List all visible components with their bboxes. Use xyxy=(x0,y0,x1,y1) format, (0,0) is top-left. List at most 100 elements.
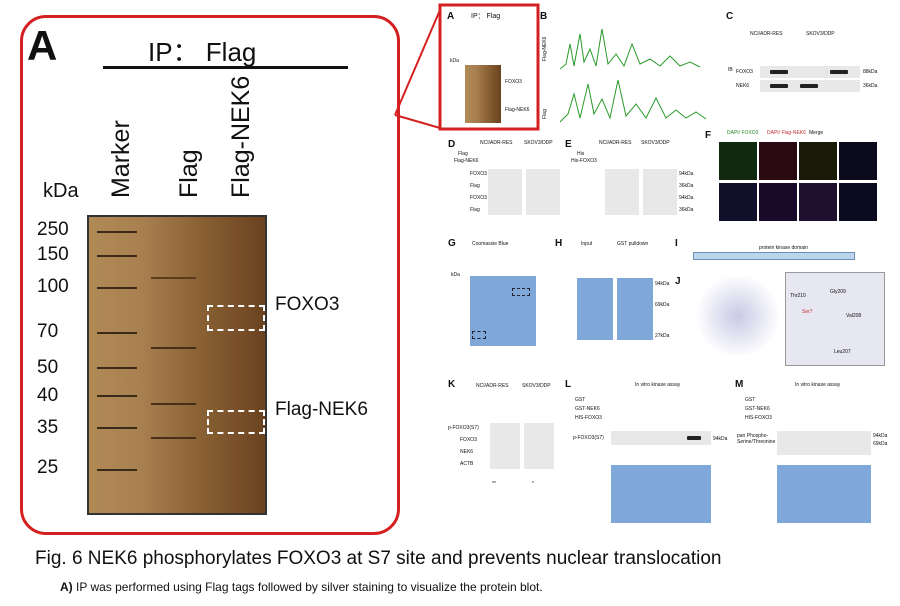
panel-g-title: Coomassie Blue xyxy=(472,241,509,247)
panel-l-title: In vitro kinase assay xyxy=(635,382,681,388)
panel-l-size: 94kDa xyxy=(713,436,728,442)
panel-e-cond2: His-FOXO3 xyxy=(571,158,597,164)
panel-h-size1: 94kDa xyxy=(655,281,670,287)
marker-50: 50 xyxy=(37,357,59,378)
panel-f-letter: F xyxy=(705,130,712,141)
panel-b-trace2: Flag xyxy=(542,109,548,119)
panel-d-letter: D xyxy=(448,139,456,150)
panel-d-row3: FOXO3 xyxy=(470,195,487,201)
panel-f-col1: DAPI/ FOXO3 xyxy=(727,130,759,136)
gel-band xyxy=(97,395,137,397)
panel-c-cell1: NCI/ADR-RES xyxy=(750,31,783,37)
residue-label: Leu207 xyxy=(834,349,851,355)
panel-g-box xyxy=(472,331,486,339)
panel-c: C NCI/ADR-RES SKOV3/DDP IB FOXO3 NEK6 88… xyxy=(726,9,890,99)
marker-250: 250 xyxy=(37,219,69,240)
panel-c-cell2: SKOV3/DDP xyxy=(806,31,835,37)
figure-caption-title: Fig. 6 NEK6 phosphorylates FOXO3 at S7 s… xyxy=(35,548,722,569)
panel-f-img xyxy=(759,183,797,221)
panel-c-ib: IB xyxy=(728,67,733,73)
panel-d-blot2 xyxy=(526,169,560,215)
gel-band xyxy=(97,255,137,257)
panel-a-gel xyxy=(465,65,501,123)
panel-h: H Input GST pulldown 94kDa 69kDa 27kDa xyxy=(555,236,675,352)
gel-band xyxy=(97,231,137,233)
panel-b-trace1: Flag-NEK6 xyxy=(542,36,548,61)
panel-d-row1: FOXO3 xyxy=(470,171,487,177)
panel-g-box xyxy=(512,288,530,296)
panel-i-domain-bar xyxy=(693,252,855,260)
panel-d-row2: Flag xyxy=(470,183,480,189)
gel-band xyxy=(97,332,137,334)
panel-d-cell1: NCI/ADR-RES xyxy=(480,140,513,146)
panel-k-cell1: NCI/ADR-RES xyxy=(476,383,509,389)
panel-m-letter: M xyxy=(735,379,744,390)
panel-e-size2: 36kDa xyxy=(679,183,694,189)
residue-label: Val208 xyxy=(846,313,862,319)
panel-d-row4: Flag xyxy=(470,207,480,213)
panel-f-img xyxy=(719,183,757,221)
marker-35: 35 xyxy=(37,417,59,438)
panel-l-row1: GST xyxy=(575,397,586,403)
panel-k-star2: * xyxy=(532,481,534,487)
panel-h-size2: 69kDa xyxy=(655,302,670,308)
panel-j-letter: J xyxy=(675,276,681,287)
panel-h-gel2 xyxy=(617,278,653,340)
zoom-silver-gel xyxy=(87,215,267,515)
panel-f-col3: Merge xyxy=(809,130,824,136)
panel-c-size2: 36kDa xyxy=(863,83,878,89)
panel-k: K NCI/ADR-RES SKOV3/DDP p-FOXO3(S7) FOXO… xyxy=(448,377,568,527)
residue-label: Gly209 xyxy=(830,289,846,295)
panel-e-cell2: SKOV3/DDP xyxy=(641,140,670,146)
panel-k-row1: p-FOXO3(S7) xyxy=(448,425,479,431)
panel-f-img xyxy=(839,142,877,180)
marker-25: 25 xyxy=(37,457,59,478)
small-panel-a: A IP： Flag kDa FOXO3 Flag-NEK6 xyxy=(445,9,535,126)
panel-e: E NCI/ADR-RES SKOV3/DDP His His-FOXO3 94… xyxy=(565,137,705,219)
panel-f-img xyxy=(799,183,837,221)
figure-caption-text: A) IP was performed using Flag tags foll… xyxy=(60,580,543,594)
panel-h-pulldown: GST pulldown xyxy=(617,241,649,247)
panel-m-size2: 69kDa xyxy=(873,441,888,447)
zoom-kda-label: kDa xyxy=(43,180,79,202)
panel-g-gel xyxy=(470,276,536,346)
gel-band xyxy=(97,367,137,369)
flag-nek6-box xyxy=(207,410,265,434)
panel-f-img xyxy=(799,142,837,180)
panel-m-gel xyxy=(777,465,871,523)
zoom-title-rule xyxy=(103,66,348,69)
panel-j-structure xyxy=(693,276,783,356)
panel-h-size3: 27kDa xyxy=(655,333,670,339)
gel-band xyxy=(97,287,137,289)
caption-body: IP was performed using Flag tags followe… xyxy=(72,580,543,594)
panel-k-blot2 xyxy=(524,423,554,469)
residue-label: Ser7 xyxy=(802,309,813,315)
panel-k-letter: K xyxy=(448,379,456,390)
panel-e-cell1: NCI/ADR-RES xyxy=(599,140,632,146)
panel-m-size1: 94kDa xyxy=(873,433,888,439)
panel-l-letter: L xyxy=(565,379,572,390)
panel-d: D NCI/ADR-RES SKOV3/DDP Flag Flag-NEK6 F… xyxy=(448,137,566,219)
panel-j-zoom: Thr210 Gly209 Val208 Leu207 Ser7 xyxy=(785,272,885,366)
panel-e-blot2 xyxy=(643,169,677,215)
gel-band xyxy=(97,469,137,471)
panel-m-row3: HIS-FOXO3 xyxy=(745,415,772,421)
panel-m-row1: GST xyxy=(745,397,756,403)
panel-m-blot xyxy=(777,431,871,455)
panel-k-row2: FOXO3 xyxy=(460,437,477,443)
panel-c-blot1 xyxy=(760,66,860,78)
marker-70: 70 xyxy=(37,321,59,342)
panel-h-gel1 xyxy=(577,278,613,340)
panel-e-size4: 36kDa xyxy=(679,207,694,213)
panel-b-spectra xyxy=(560,28,707,123)
gel-band xyxy=(151,437,196,439)
panel-c-letter: C xyxy=(726,11,734,22)
marker-150: 150 xyxy=(37,244,69,265)
panel-a-title: IP： Flag xyxy=(471,13,501,20)
panel-l-gel xyxy=(611,465,711,523)
panel-d-blot1 xyxy=(488,169,522,215)
panel-f-img xyxy=(759,142,797,180)
panel-l-row3: HIS-FOXO3 xyxy=(575,415,602,421)
panel-g-letter: G xyxy=(448,238,456,249)
